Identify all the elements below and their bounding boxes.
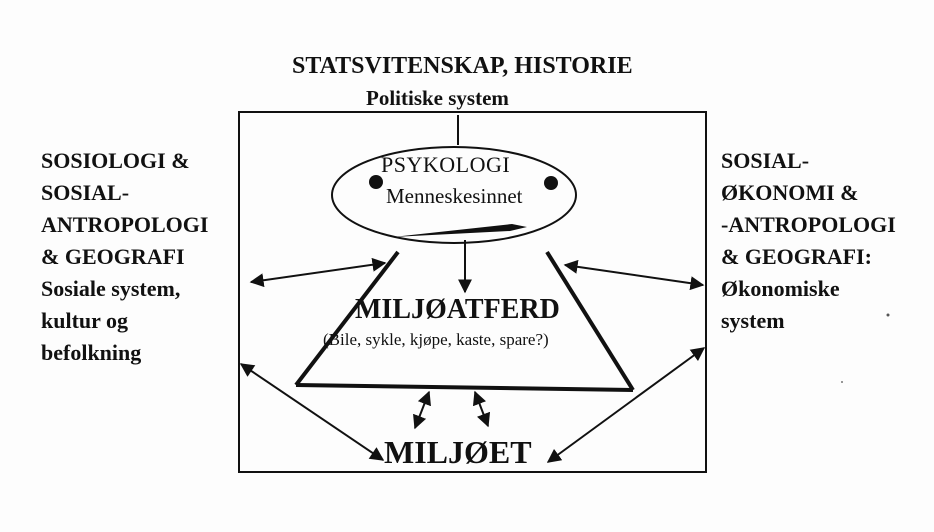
left-line: Sosiale system, xyxy=(41,276,181,301)
behaviour-environment-arrow-right xyxy=(472,390,491,428)
environment-title: MILJØET xyxy=(384,434,532,470)
right-line: SOSIAL- xyxy=(721,148,810,173)
right-line: Økonomiske xyxy=(721,276,840,301)
right-line: system xyxy=(721,308,785,333)
psychology-subtitle: Menneskesinnet xyxy=(386,184,523,208)
psychology-head xyxy=(331,146,577,244)
left-environment-arrow xyxy=(239,363,385,461)
left-line: befolkning xyxy=(41,340,142,365)
psychology-title: PSYKOLOGI xyxy=(381,152,511,177)
top-system-label: Politiske system xyxy=(366,86,509,110)
right-line: -ANTROPOLOGI xyxy=(721,212,896,237)
scan-speck xyxy=(886,313,890,317)
scan-speck xyxy=(841,381,843,383)
left-line: SOSIOLOGI & xyxy=(41,148,190,173)
top-discipline-label: STATSVITENSKAP, HISTORIE xyxy=(292,53,633,79)
left-line: ANTROPOLOGI xyxy=(41,212,209,237)
behaviour-examples: (Bile, sykle, kjøpe, kaste, spare?) xyxy=(323,330,549,349)
behaviour-title: MILJØATFERD xyxy=(355,294,560,325)
left-eye xyxy=(369,175,383,189)
right-discipline-block: SOSIAL- ØKONOMI & -ANTROPOLOGI & GEOGRAF… xyxy=(721,145,896,337)
left-line: SOSIAL- xyxy=(41,180,130,205)
left-line: kultur og xyxy=(41,308,129,333)
frame-box xyxy=(238,111,707,473)
mouth xyxy=(393,224,527,237)
left-social-arrow xyxy=(249,257,387,288)
left-line: & GEOGRAFI xyxy=(41,244,185,269)
behaviour-environment-arrow-left xyxy=(413,390,431,430)
body-base xyxy=(295,383,634,392)
right-line: & GEOGRAFI: xyxy=(721,244,872,269)
left-discipline-block: SOSIOLOGI & SOSIAL- ANTROPOLOGI & GEOGRA… xyxy=(41,145,208,369)
right-line: ØKONOMI & xyxy=(721,180,859,205)
right-economic-arrow xyxy=(563,259,705,291)
right-eye xyxy=(544,176,558,190)
right-environment-arrow xyxy=(546,347,706,463)
